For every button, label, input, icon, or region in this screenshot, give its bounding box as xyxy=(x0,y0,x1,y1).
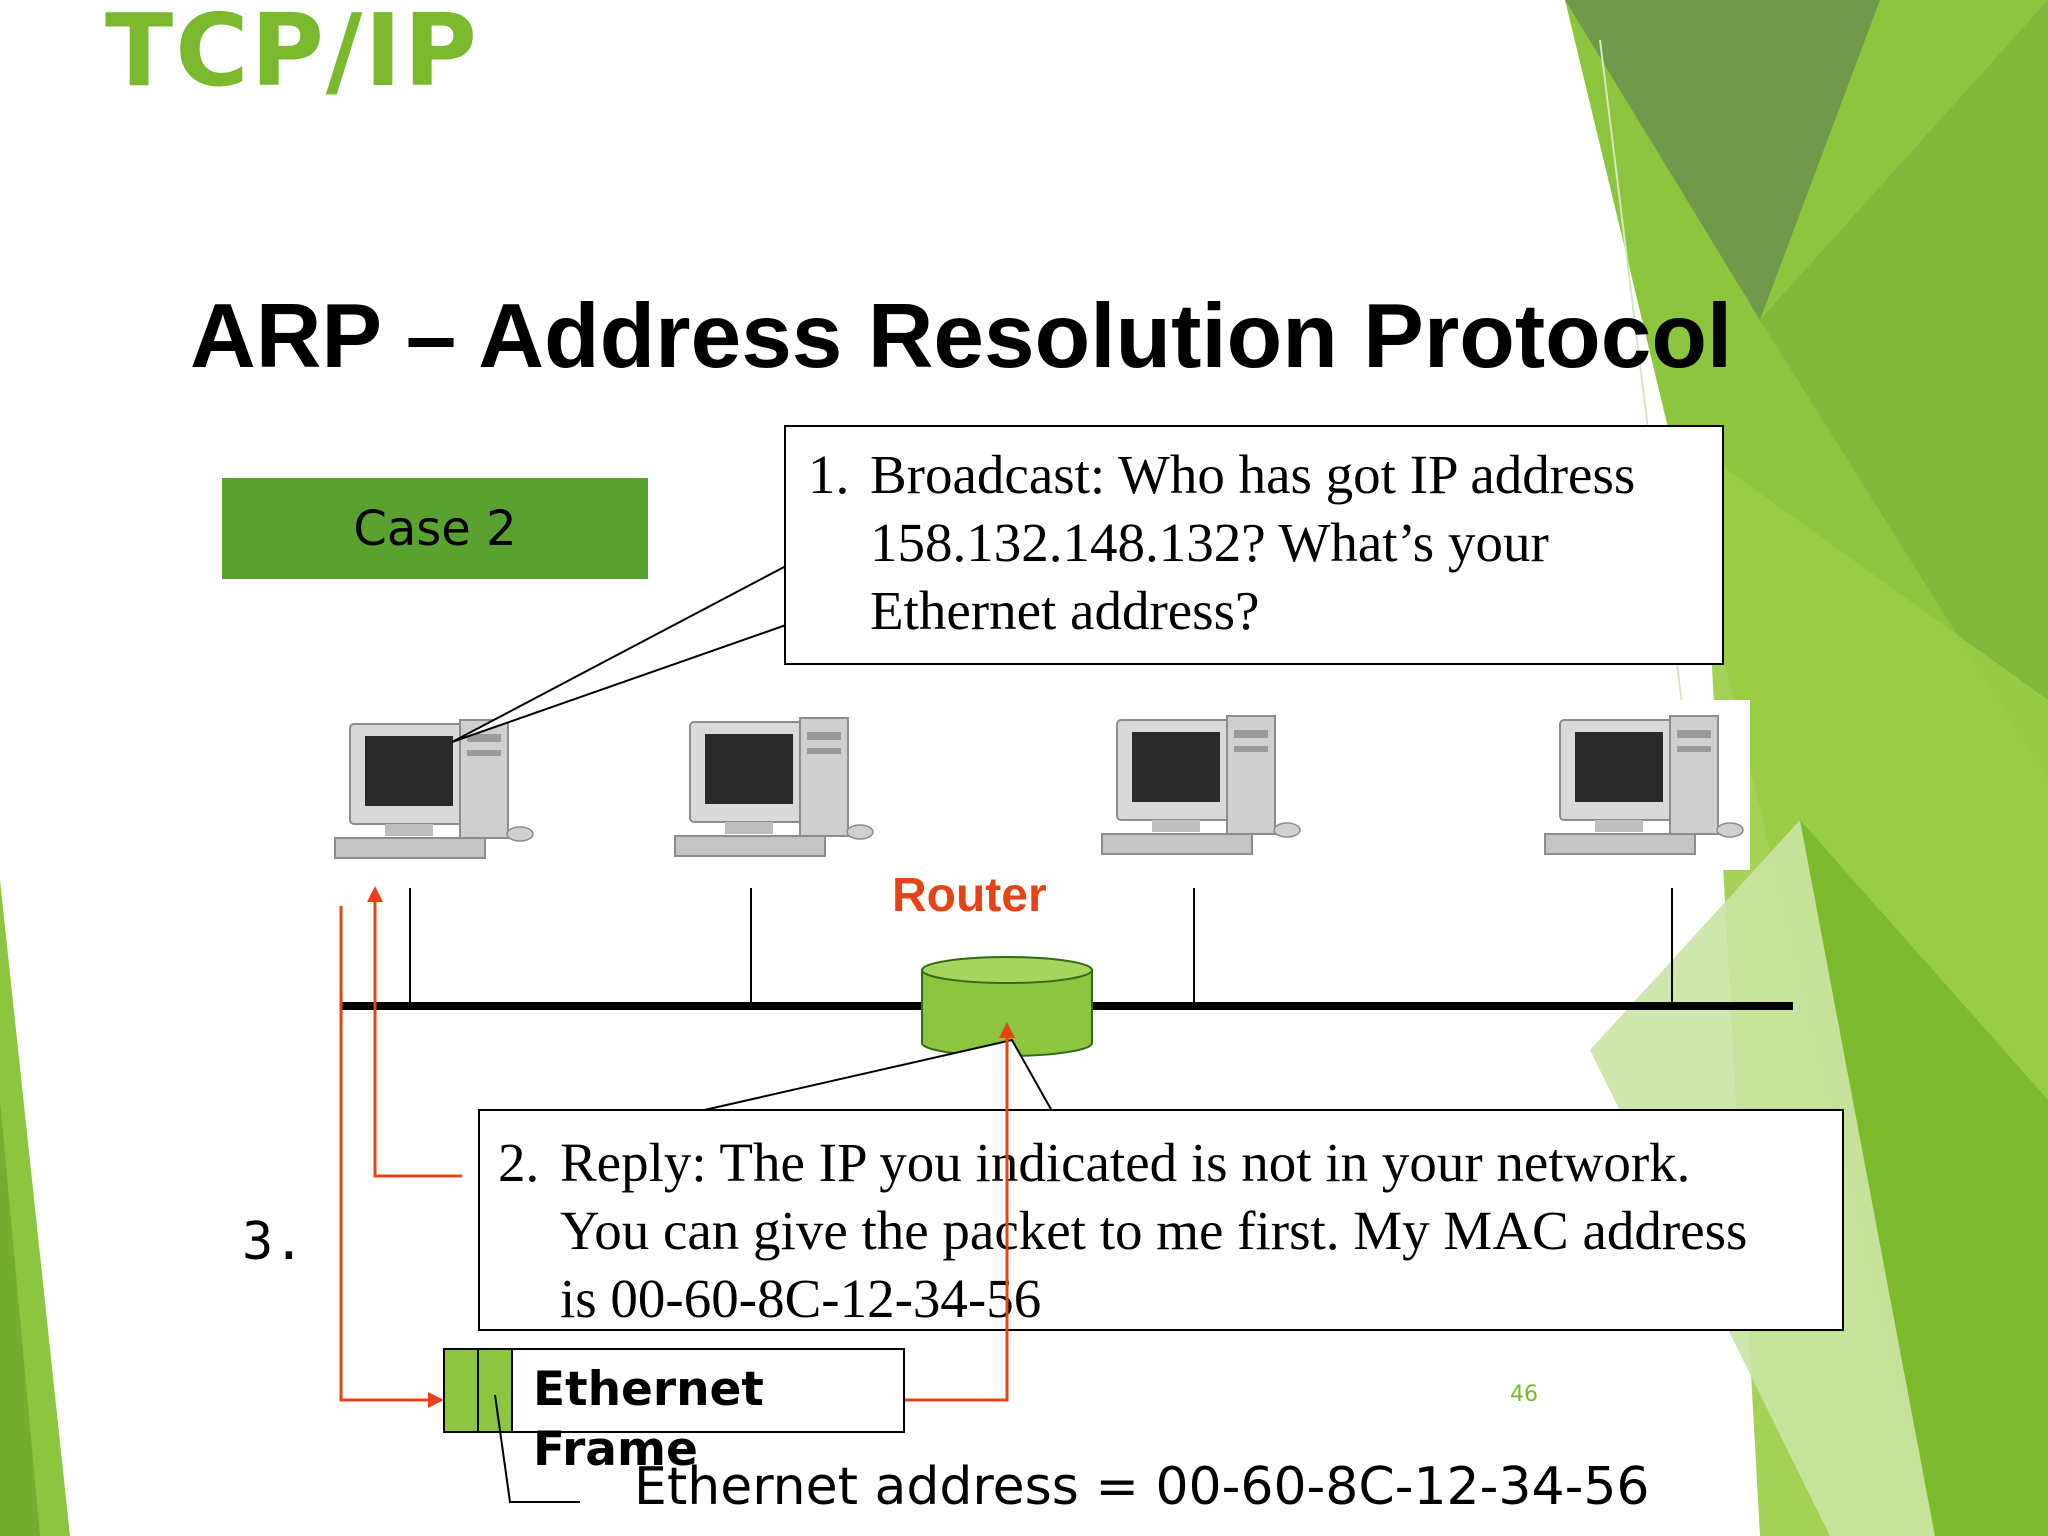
reply-line-1: 2. Reply: The IP you indicated is not in … xyxy=(498,1129,1824,1197)
left-decoration xyxy=(0,880,70,1536)
step-3-label: 3. xyxy=(242,1212,305,1272)
reply-callout: 2. Reply: The IP you indicated is not in … xyxy=(478,1109,1844,1331)
router-cylinder-icon xyxy=(921,956,1093,1057)
computer-2 xyxy=(674,717,874,857)
router-label: Router xyxy=(892,869,1047,922)
reply-text-1: Reply: The IP you indicated is not in yo… xyxy=(560,1132,1691,1193)
broadcast-text-3: Ethernet address? xyxy=(870,580,1260,641)
desktop-computer-icon xyxy=(674,717,874,857)
computer-4 xyxy=(1520,700,1750,870)
computer-3 xyxy=(1101,715,1301,855)
frame-to-router-arrowhead xyxy=(999,1022,1015,1038)
case-label: Case 2 xyxy=(353,500,517,557)
page-number: 46 xyxy=(1510,1382,1538,1407)
reply-text-2: You can give the packet to me first. My … xyxy=(560,1200,1748,1261)
broadcast-text-2: 158.132.148.132? What’s your xyxy=(870,512,1549,573)
reply-text-3: is 00-60-8C-12-34-56 xyxy=(560,1268,1042,1329)
address-leader-line xyxy=(494,1394,580,1503)
callout-1-pointer xyxy=(451,564,787,743)
ethernet-frame-label: Ethernet Frame xyxy=(533,1362,764,1477)
broadcast-line-1: 1. Broadcast: Who has got IP address xyxy=(808,441,1702,509)
desktop-computer-icon xyxy=(1101,715,1301,855)
computer-1 xyxy=(334,719,534,859)
broadcast-number: 1. xyxy=(808,444,850,505)
reply-arrow xyxy=(373,898,462,1178)
ethernet-frame-box xyxy=(443,1348,905,1433)
case-box: Case 2 xyxy=(222,478,648,579)
network-drops xyxy=(409,888,1673,1005)
callout-2-pointer xyxy=(699,1038,1054,1112)
send-arrowhead xyxy=(428,1392,444,1408)
broadcast-callout: 1. Broadcast: Who has got IP address 158.… xyxy=(784,425,1724,665)
reply-number: 2. xyxy=(498,1132,540,1193)
send-arrow xyxy=(339,906,432,1402)
broadcast-text-1: Broadcast: Who has got IP address xyxy=(870,444,1636,505)
desktop-computer-icon xyxy=(334,719,534,859)
header-title: TCP/IP xyxy=(105,0,479,109)
desktop-computer-icon xyxy=(1544,715,1744,855)
slide-title: ARP – Address Resolution Protocol xyxy=(190,286,1733,387)
reply-arrowhead xyxy=(367,886,383,902)
ethernet-address-label: Ethernet address = 00-60-8C-12-34-56 xyxy=(634,1457,1650,1517)
